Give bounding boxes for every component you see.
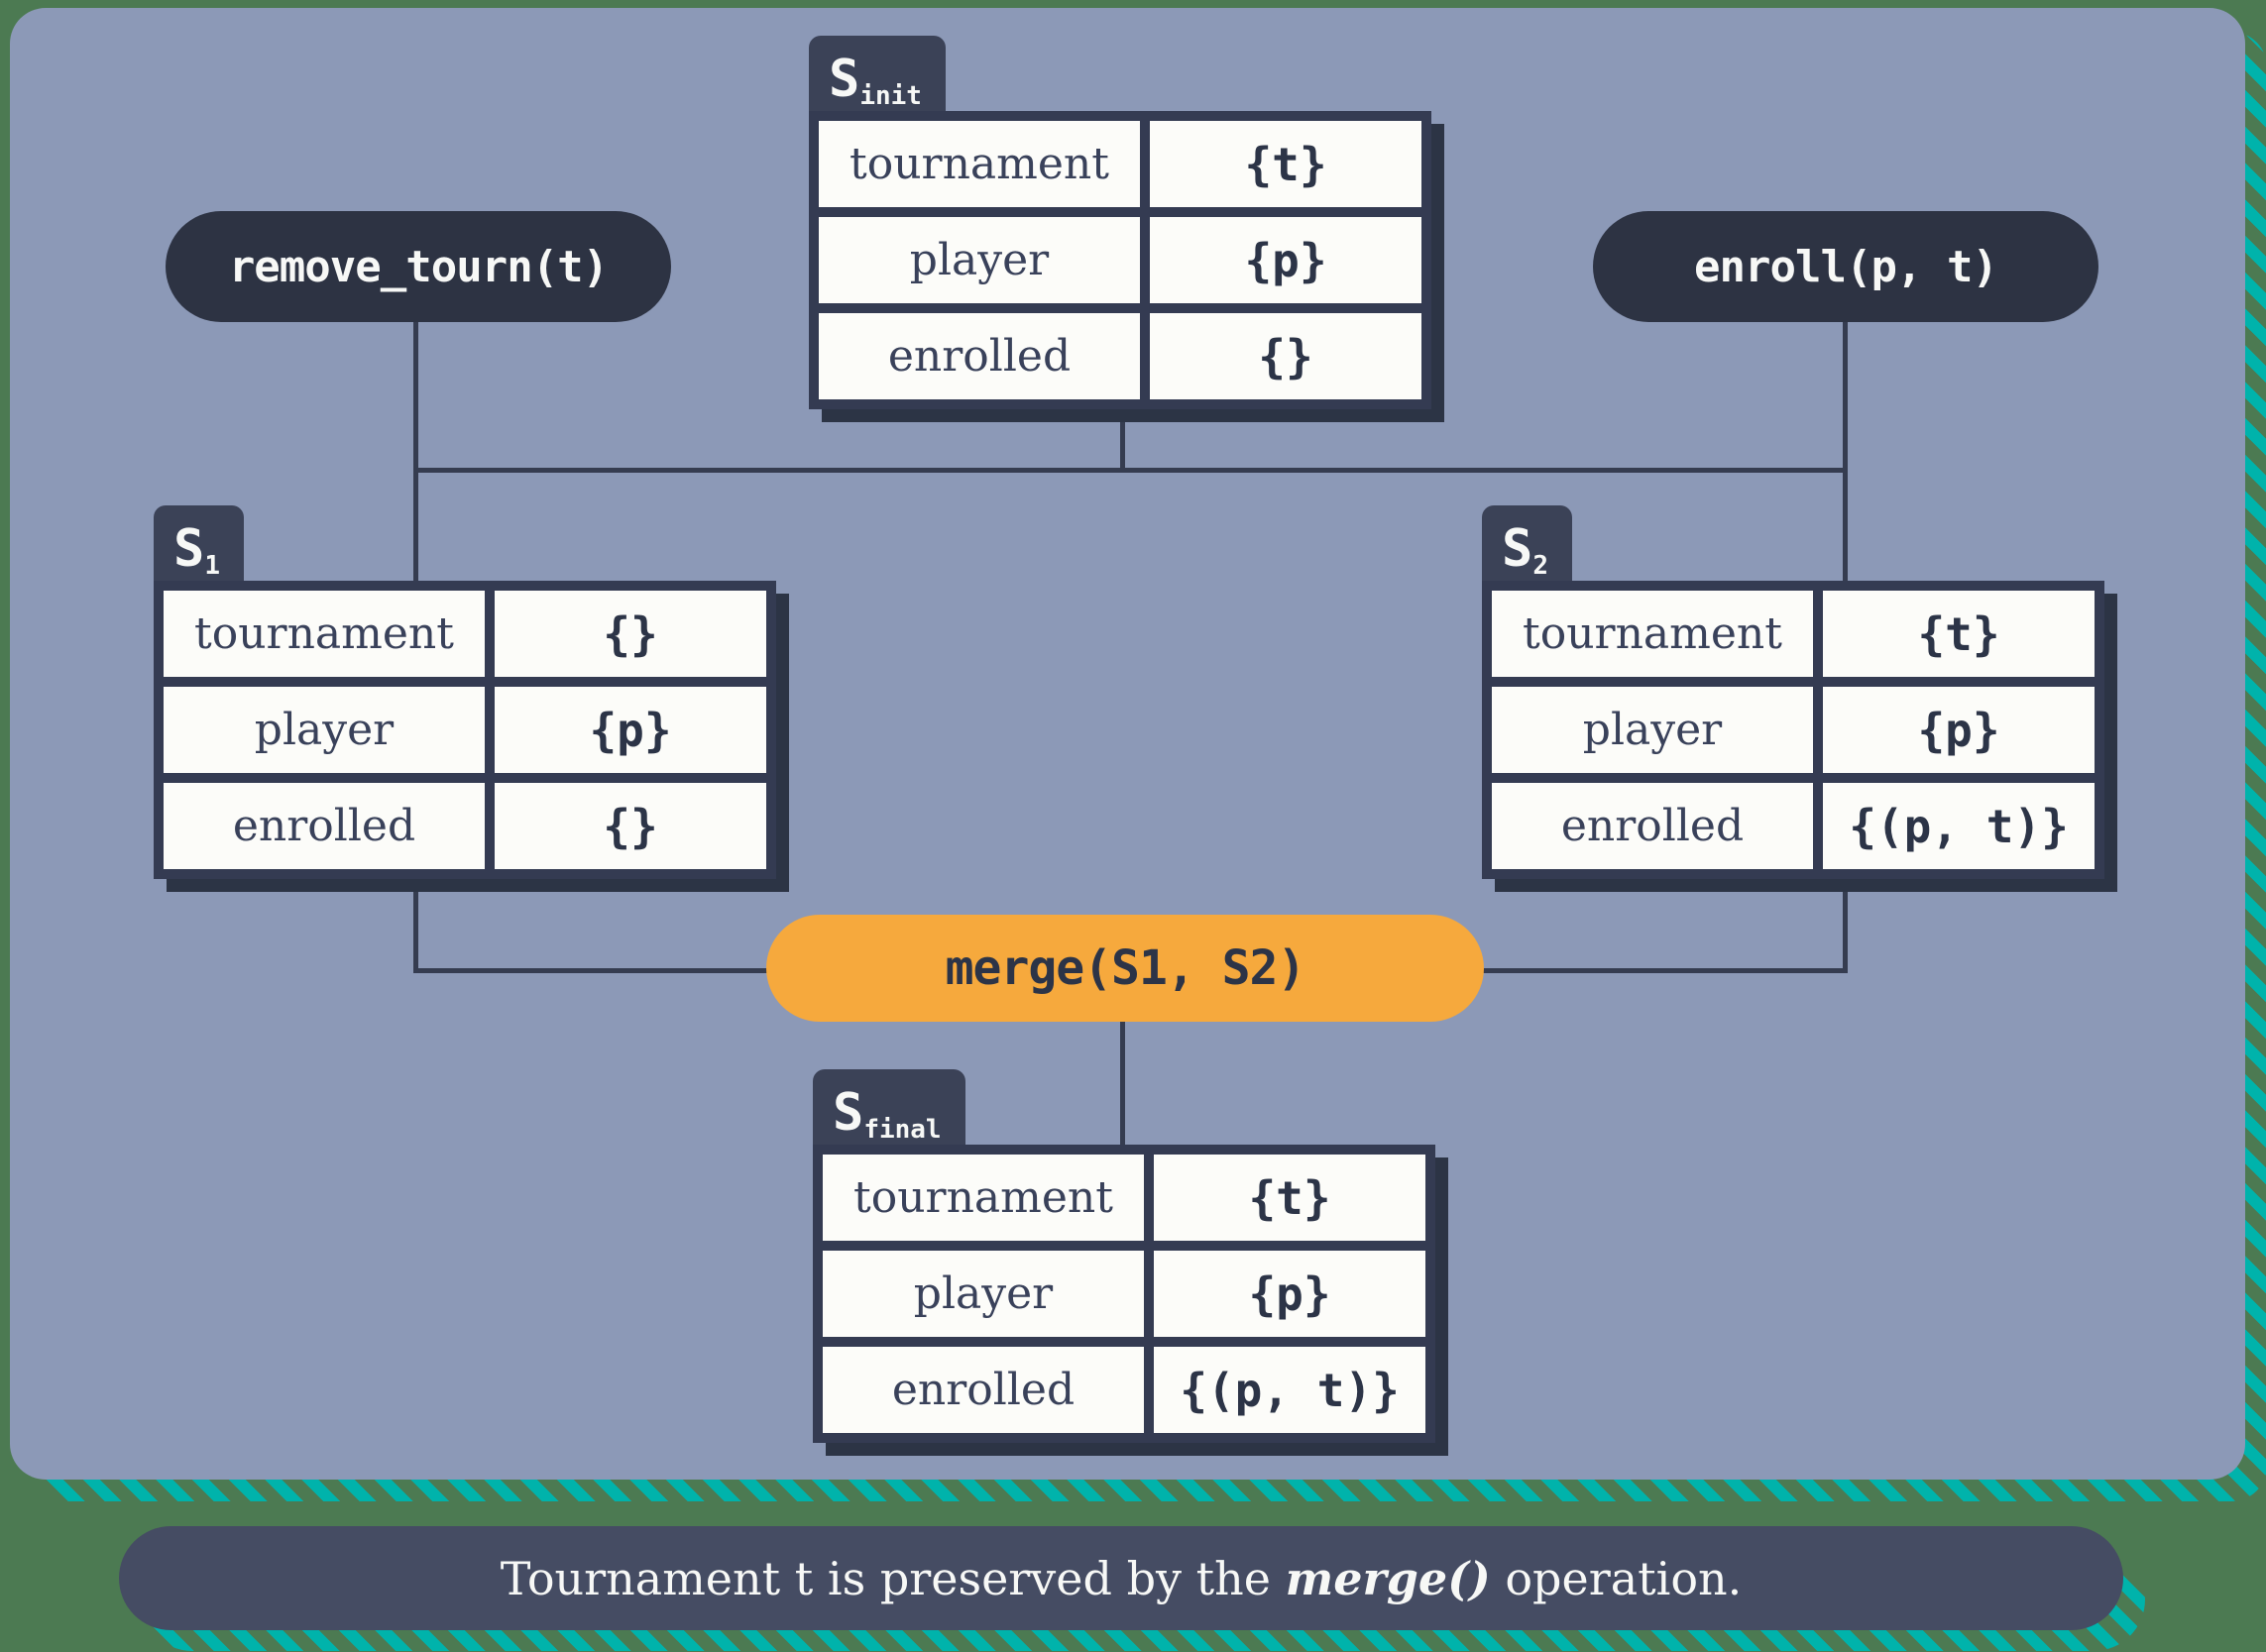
state-table-s-final: tournament {t} player {p} enrolled {(p, … [813, 1145, 1435, 1443]
connector-sinit-down [1120, 409, 1125, 471]
row-value: {p} [1823, 687, 2095, 773]
caption-suffix: operation. [1490, 1551, 1743, 1605]
tab-base: S [829, 50, 860, 109]
row-label: player [819, 217, 1140, 303]
caption-bar: Tournament t is preserved by the merge()… [119, 1526, 2123, 1630]
row-value: {(p, t)} [1823, 783, 2095, 869]
table-row: player {p} [1492, 687, 2095, 773]
state-table-s1: tournament {} player {p} enrolled {} [154, 581, 776, 879]
row-value: {t} [1823, 591, 2095, 677]
enroll-label: enroll(p, t) [1694, 241, 1998, 292]
merge-label: merge(S1, S2) [945, 940, 1306, 996]
row-label: player [823, 1251, 1144, 1337]
table-row: tournament {t} [823, 1155, 1425, 1241]
row-value: {p} [495, 687, 766, 773]
table-row: player {p} [164, 687, 766, 773]
caption-text: Tournament t is preserved by the merge()… [501, 1552, 1743, 1605]
tab-base: S [173, 519, 205, 579]
caption-highlight: merge() [1285, 1551, 1491, 1605]
tab-base: S [833, 1083, 864, 1143]
table-row: tournament {} [164, 591, 766, 677]
tab-subscript: init [859, 81, 922, 111]
row-value: {} [495, 591, 766, 677]
merge-pill: merge(S1, S2) [766, 915, 1484, 1022]
connector-s1-to-merge [413, 968, 793, 973]
enroll-pill: enroll(p, t) [1593, 211, 2098, 322]
connector-merge-to-sfinal [1120, 1017, 1125, 1152]
row-label: tournament [1492, 591, 1813, 677]
row-label: player [1492, 687, 1813, 773]
tab-subscript: 1 [204, 551, 220, 581]
caption-prefix: Tournament t is preserved by the [500, 1551, 1286, 1605]
connector-s1-down [413, 872, 418, 973]
row-label: player [164, 687, 485, 773]
row-label: tournament [823, 1155, 1144, 1241]
table-row: enrolled {} [164, 783, 766, 869]
remove-tourn-label: remove_tourn(t) [228, 241, 609, 292]
state-table-s2: tournament {t} player {p} enrolled {(p, … [1482, 581, 2104, 879]
row-label: enrolled [819, 313, 1140, 399]
row-value: {(p, t)} [1154, 1347, 1425, 1433]
connector-merge-to-s2 [1462, 968, 1848, 973]
table-row: tournament {t} [819, 121, 1421, 207]
row-value: {} [495, 783, 766, 869]
row-label: tournament [164, 591, 485, 677]
table-row: enrolled {} [819, 313, 1421, 399]
table-row: tournament {t} [1492, 591, 2095, 677]
table-row: player {p} [819, 217, 1421, 303]
connector-remove-to-s1 [413, 312, 418, 583]
connector-horizontal-top [413, 468, 1848, 473]
row-value: {t} [1150, 121, 1421, 207]
connector-enroll-to-s2 [1843, 312, 1848, 583]
row-label: enrolled [823, 1347, 1144, 1433]
table-row: player {p} [823, 1251, 1425, 1337]
tab-base: S [1502, 519, 1533, 579]
row-label: enrolled [164, 783, 485, 869]
remove-tourn-pill: remove_tourn(t) [166, 211, 671, 322]
row-label: enrolled [1492, 783, 1813, 869]
state-table-s-init: tournament {t} player {p} enrolled {} [809, 111, 1431, 409]
tab-subscript: 2 [1532, 551, 1548, 581]
row-value: {t} [1154, 1155, 1425, 1241]
table-row: enrolled {(p, t)} [1492, 783, 2095, 869]
tab-subscript: final [863, 1115, 942, 1145]
row-value: {p} [1150, 217, 1421, 303]
row-label: tournament [819, 121, 1140, 207]
row-value: {p} [1154, 1251, 1425, 1337]
row-value: {} [1150, 313, 1421, 399]
connector-s2-down [1843, 872, 1848, 973]
table-row: enrolled {(p, t)} [823, 1347, 1425, 1433]
